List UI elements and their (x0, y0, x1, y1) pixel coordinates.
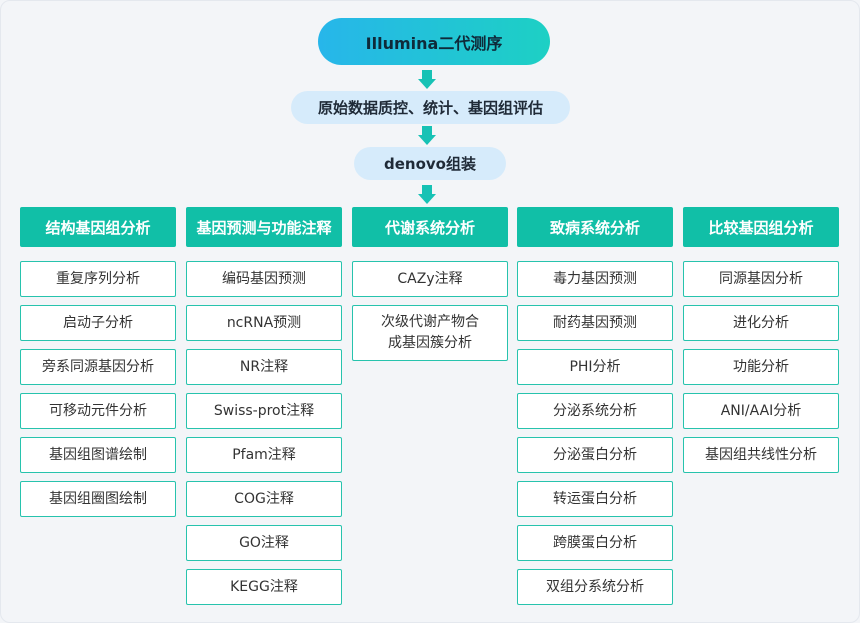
column-header-metabolism: 代谢系统分析 (352, 207, 508, 247)
list-item: 双组分系统分析 (517, 569, 673, 605)
list-item: 编码基因预测 (186, 261, 342, 297)
list-item: Swiss-prot注释 (186, 393, 342, 429)
arrow-down-icon (418, 126, 436, 146)
list-item: 进化分析 (683, 305, 839, 341)
list-item: 耐药基因预测 (517, 305, 673, 341)
list-item: 功能分析 (683, 349, 839, 385)
list-item: 次级代谢产物合成基因簇分析 (352, 305, 508, 361)
column-header-annotation: 基因预测与功能注释 (186, 207, 342, 247)
illumina-sequencing-node: Illumina二代测序 (318, 18, 550, 65)
list-item: 旁系同源基因分析 (20, 349, 176, 385)
qc-node: 原始数据质控、统计、基因组评估 (291, 91, 570, 124)
list-item: 重复序列分析 (20, 261, 176, 297)
list-item: 基因组圈图绘制 (20, 481, 176, 517)
list-item: 同源基因分析 (683, 261, 839, 297)
list-item: 转运蛋白分析 (517, 481, 673, 517)
list-item: 分泌蛋白分析 (517, 437, 673, 473)
list-item: 毒力基因预测 (517, 261, 673, 297)
list-item: 基因组图谱绘制 (20, 437, 176, 473)
column-header-comparative: 比较基因组分析 (683, 207, 839, 247)
list-item: KEGG注释 (186, 569, 342, 605)
list-item: 可移动元件分析 (20, 393, 176, 429)
list-item: ncRNA预测 (186, 305, 342, 341)
list-item: Pfam注释 (186, 437, 342, 473)
list-item: NR注释 (186, 349, 342, 385)
list-item: 启动子分析 (20, 305, 176, 341)
column-header-pathogenic: 致病系统分析 (517, 207, 673, 247)
list-item: 基因组共线性分析 (683, 437, 839, 473)
list-item: PHI分析 (517, 349, 673, 385)
list-item: CAZy注释 (352, 261, 508, 297)
column-header-structural: 结构基因组分析 (20, 207, 176, 247)
list-item: GO注释 (186, 525, 342, 561)
assembly-node: denovo组装 (354, 147, 506, 180)
arrow-down-icon (418, 70, 436, 90)
list-item: 分泌系统分析 (517, 393, 673, 429)
list-item: 跨膜蛋白分析 (517, 525, 673, 561)
arrow-down-icon (418, 185, 436, 205)
list-item: ANI/AAI分析 (683, 393, 839, 429)
list-item: COG注释 (186, 481, 342, 517)
